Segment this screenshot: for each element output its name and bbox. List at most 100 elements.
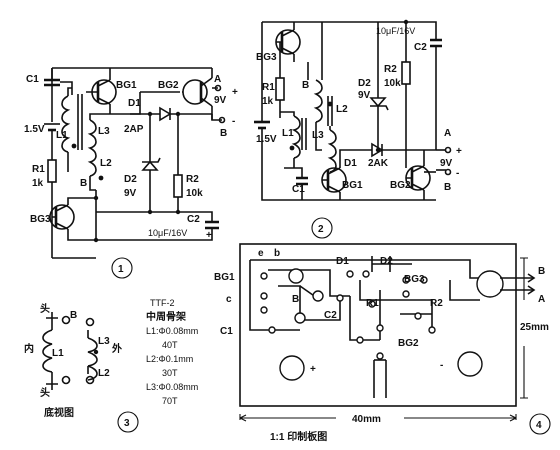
fig3-label-bottom-view: 底视图 [44,406,74,419]
fig1-label-d2-value: 9V [124,188,137,199]
fig2-label-d1: D1 [344,158,357,169]
fig1-label-d1: D1 [128,98,141,109]
fig4-label-b-core: B [292,294,299,305]
fig1-label-r1: R1 [32,164,45,175]
figure-1-circuit [44,67,226,259]
fig1-label-plus: + [232,87,238,98]
fig2-label-c1: C1 [292,184,305,195]
fig3-label-l3: L3 [98,336,110,347]
fig4-label-d1: D1 [336,256,349,267]
fig3-number: 3 [124,418,130,429]
fig2-label-bg1: BG1 [342,180,363,191]
fig1-label-l3: L3 [98,126,110,137]
fig2-label-l2: L2 [336,104,348,115]
fig2-label-9v: 9V [440,158,453,169]
fig2-label-r1: R1 [262,82,275,93]
fig2-label-l1: L1 [282,128,294,139]
fig4-label-width: 40mm [352,414,381,425]
fig4-label-d2: D2 [380,256,393,267]
fig2-label-b: B [444,182,451,193]
fig1-label-b-tap: B [80,178,87,189]
fig1-label-d1-part: 2AP [124,124,144,135]
figure-3-coil-bottom-view [42,312,99,390]
fig1-label-r2-value: 10k [186,188,203,199]
figure-2-labels: BG3 10μF/16V C2 R1 1k B L2 D2 9V R2 10k … [256,26,462,239]
fig1-number: 1 [118,264,124,275]
fig2-label-c2-value: 10μF/16V [376,26,415,36]
fig2-label-r1-value: 1k [262,96,274,107]
fig4-label-bg3: BG3 [404,274,425,285]
fig4-number: 4 [536,420,542,431]
fig3-label-b: B [70,310,77,321]
fig3-spec-line: 中周骨架 [146,310,186,323]
fig3-label-outer: 外 [111,342,122,355]
fig2-label-bg3: BG3 [256,52,277,63]
fig1-label-l2: L2 [100,158,112,169]
fig2-label-d2-value: 9V [358,90,371,101]
fig3-spec-line: 70T [162,396,178,406]
fig1-label-battery: 1.5V [24,124,45,135]
fig3-spec-line: 40T [162,340,178,350]
fig3-label-l1: L1 [52,348,64,359]
fig2-number: 2 [318,224,324,235]
fig2-label-b-tap: B [302,80,309,91]
fig4-label-plus: + [310,364,316,375]
fig1-label-a: A [214,74,221,85]
fig4-label-r2: R2 [430,298,443,309]
fig1-label-c2: C2 [187,214,200,225]
figure-4-labels: e b BG1 c C1 B C2 D1 D2 BG3 R1 R2 BG2 B … [214,248,551,443]
fig2-label-battery: 1.5V [256,134,277,145]
fig4-label-c: c [226,294,232,305]
fig1-label-c2-value: 10μF/16V [148,228,187,238]
fig3-spec-line: L1:Φ0.08mm [146,326,198,336]
fig3-label-l2: L2 [98,368,110,379]
fig4-label-height: 25mm [520,322,549,333]
fig2-label-l3: L3 [312,130,324,141]
figure-2-circuit [254,19,452,201]
fig4-label-c1: C1 [220,326,233,337]
fig4-label-e: e [258,248,264,259]
fig1-label-d2: D2 [124,174,137,185]
fig3-label-inner: 内 [24,342,34,355]
fig4-label-out-a: A [538,294,545,305]
fig2-label-r2-value: 10k [384,78,401,89]
figure-1-labels: C1 BG1 BG2 A 9V + B - D1 2AP 1.5V L1 L3 … [24,74,238,279]
fig3-spec-line: L3:Φ0.08mm [146,382,198,392]
fig4-label-b-small: b [274,248,280,259]
fig3-spec-line: 30T [162,368,178,378]
fig3-spec-line: L2:Φ0.1mm [146,354,193,364]
fig4-label-bg1: BG1 [214,272,235,283]
fig1-label-bg3: BG3 [30,214,51,225]
fig1-label-9v: 9V [214,95,227,106]
fig2-label-r2: R2 [384,64,397,75]
fig1-label-bg1: BG1 [116,80,137,91]
fig1-label-bg2: BG2 [158,80,179,91]
fig2-label-minus: - [456,168,459,179]
fig4-label-c2: C2 [324,310,337,321]
fig1-label-c1: C1 [26,74,39,85]
figure-4-pcb-layout [239,243,536,422]
fig4-caption: 1:1 印制板图 [270,430,327,443]
fig2-label-d2: D2 [358,78,371,89]
fig1-label-l1: L1 [56,130,68,141]
fig3-label-head-top: 头 [40,302,50,315]
fig2-label-d1-part: 2AK [368,158,389,169]
figure-3-spec-list: TTF-2 中周骨架 L1:Φ0.08mm 40T L2:Φ0.1mm 30T … [117,298,198,433]
fig1-label-minus: - [232,116,235,127]
fig4-label-minus: - [440,360,443,371]
figure-3-labels: 头 B 内 L1 L3 外 L2 头 底视图 [24,302,122,419]
fig1-label-r1-value: 1k [32,178,44,189]
fig1-label-b: B [220,128,227,139]
fig2-label-a: A [444,128,451,139]
fig1-label-r2: R2 [186,174,199,185]
fig3-spec-line: TTF-2 [150,298,175,308]
fig4-label-out-b: B [538,266,545,277]
fig4-label-bg2: BG2 [398,338,419,349]
fig2-label-c2: C2 [414,42,427,53]
fig4-label-r1: R1 [366,298,379,309]
fig2-label-bg2: BG2 [390,180,411,191]
fig3-label-head-bottom: 头 [40,386,50,399]
fig2-label-plus: + [456,146,462,157]
